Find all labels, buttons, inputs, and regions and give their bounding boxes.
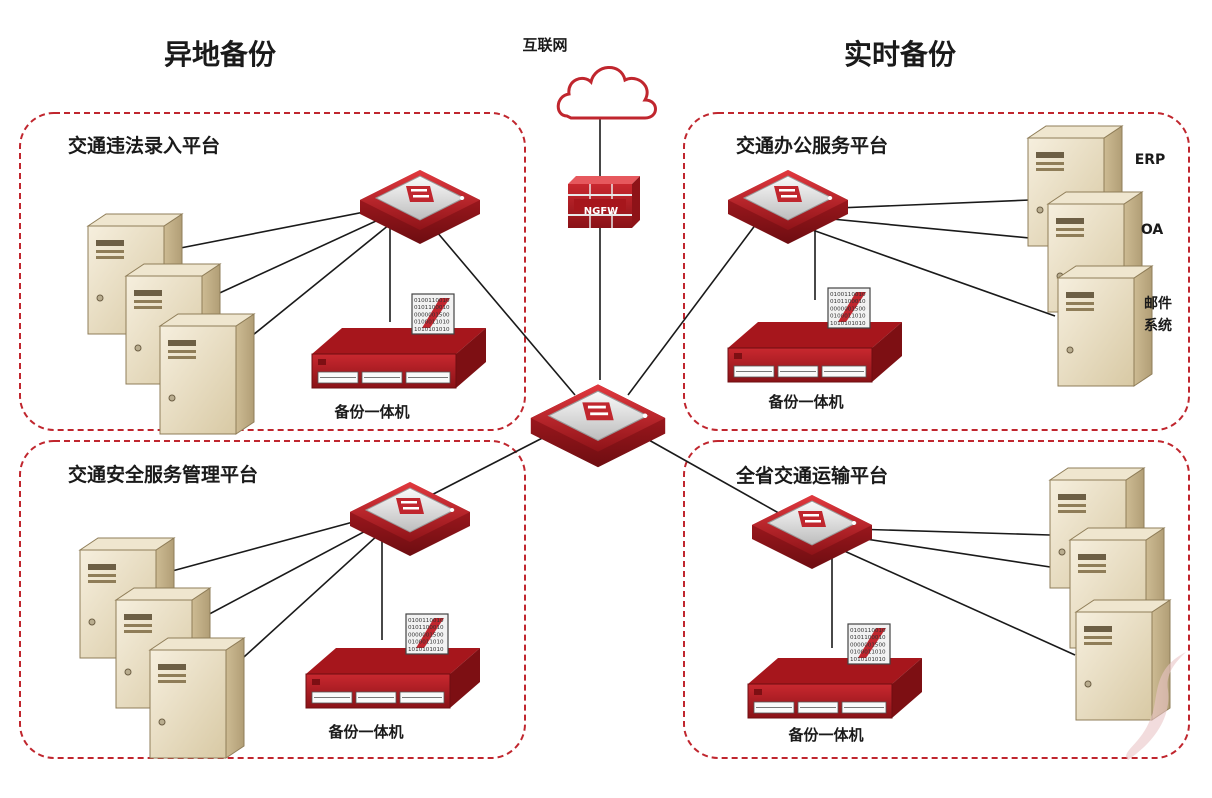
panel-top-left	[19, 112, 526, 431]
panel-bottom-left-appliance-icon	[305, 613, 481, 709]
panel-bottom-right-appliance-label: 备份一体机	[787, 726, 863, 744]
appliance-screen-line: 0100011010	[850, 650, 886, 656]
appliance-screen-line: 0100110010	[830, 292, 866, 298]
server-label-erp: ERP	[1135, 152, 1166, 168]
panel-bottom-left	[19, 440, 526, 759]
panel-bottom-right-appliance-icon	[747, 623, 923, 719]
appliance-screen-line: 1010101010	[408, 647, 444, 653]
appliance-screen-line: 1010101010	[830, 321, 866, 327]
firewall-icon	[568, 176, 640, 228]
panel-top-right-title: 交通办公服务平台	[736, 134, 888, 157]
panel-bottom-right	[683, 440, 1190, 759]
appliance-screen-line: 1010101010	[414, 327, 450, 333]
panel-top-right-server-mail-icon	[1057, 265, 1153, 387]
firewall-badge: NGFW	[584, 206, 618, 217]
panel-top-left-appliance-icon	[311, 293, 487, 389]
appliance-screen-line: 0000001500	[830, 306, 866, 312]
appliance-screen-line: 0101100010	[414, 305, 450, 311]
panel-bottom-left-appliance-label: 备份一体机	[327, 723, 403, 741]
appliance-screen-line: 0101100010	[408, 625, 444, 631]
appliance-screen-line: 0100011010	[414, 320, 450, 326]
appliance-screens: 0100110010010110001000000015000100011010…	[408, 292, 886, 663]
watermark-swoosh-icon	[1126, 652, 1186, 760]
panel-top-right-appliance-label: 备份一体机	[767, 393, 843, 411]
appliance-screen-line: 0101100010	[850, 635, 886, 641]
server-label-mail-line1: 邮件	[1144, 295, 1172, 312]
appliance-screen-line: 1010101010	[850, 657, 886, 663]
server-label-oa: OA	[1141, 222, 1164, 238]
appliance-screen-line: 0100011010	[408, 640, 444, 646]
appliance-screen-line: 0100110010	[414, 298, 450, 304]
heading-realtime-backup: 实时备份	[844, 38, 956, 71]
appliance-screen-line: 0101100010	[830, 299, 866, 305]
server-label-mail-line2: 系统	[1144, 317, 1172, 334]
panel-top-left-appliance-label: 备份一体机	[333, 403, 409, 421]
panel-bottom-left-server-3-icon	[149, 637, 245, 759]
internet-label: 互联网	[522, 36, 567, 54]
cloud-icon	[556, 66, 657, 120]
panel-top-right	[683, 112, 1190, 431]
appliance-screen-line: 0000001500	[414, 312, 450, 318]
appliance-screen-line: 0100110010	[408, 618, 444, 624]
panel-top-left-server-3-icon	[159, 313, 255, 435]
panel-top-right-appliance-icon	[727, 287, 903, 383]
core-switch-icon	[530, 383, 666, 468]
appliance-screen-line: 0100011010	[830, 314, 866, 320]
appliance-screen-line: 0000001500	[408, 632, 444, 638]
appliance-screen-line: 0000001500	[850, 642, 886, 648]
panel-bottom-left-title: 交通安全服务管理平台	[68, 463, 258, 486]
appliance-screen-line: 0100110010	[850, 628, 886, 634]
panel-top-left-title: 交通违法录入平台	[68, 134, 220, 157]
panel-bottom-right-title: 全省交通运输平台	[735, 464, 888, 487]
panel-top-right-switch-icon	[727, 169, 849, 245]
panel-bottom-right-switch-icon	[751, 494, 873, 570]
heading-remote-backup: 异地备份	[164, 38, 276, 71]
